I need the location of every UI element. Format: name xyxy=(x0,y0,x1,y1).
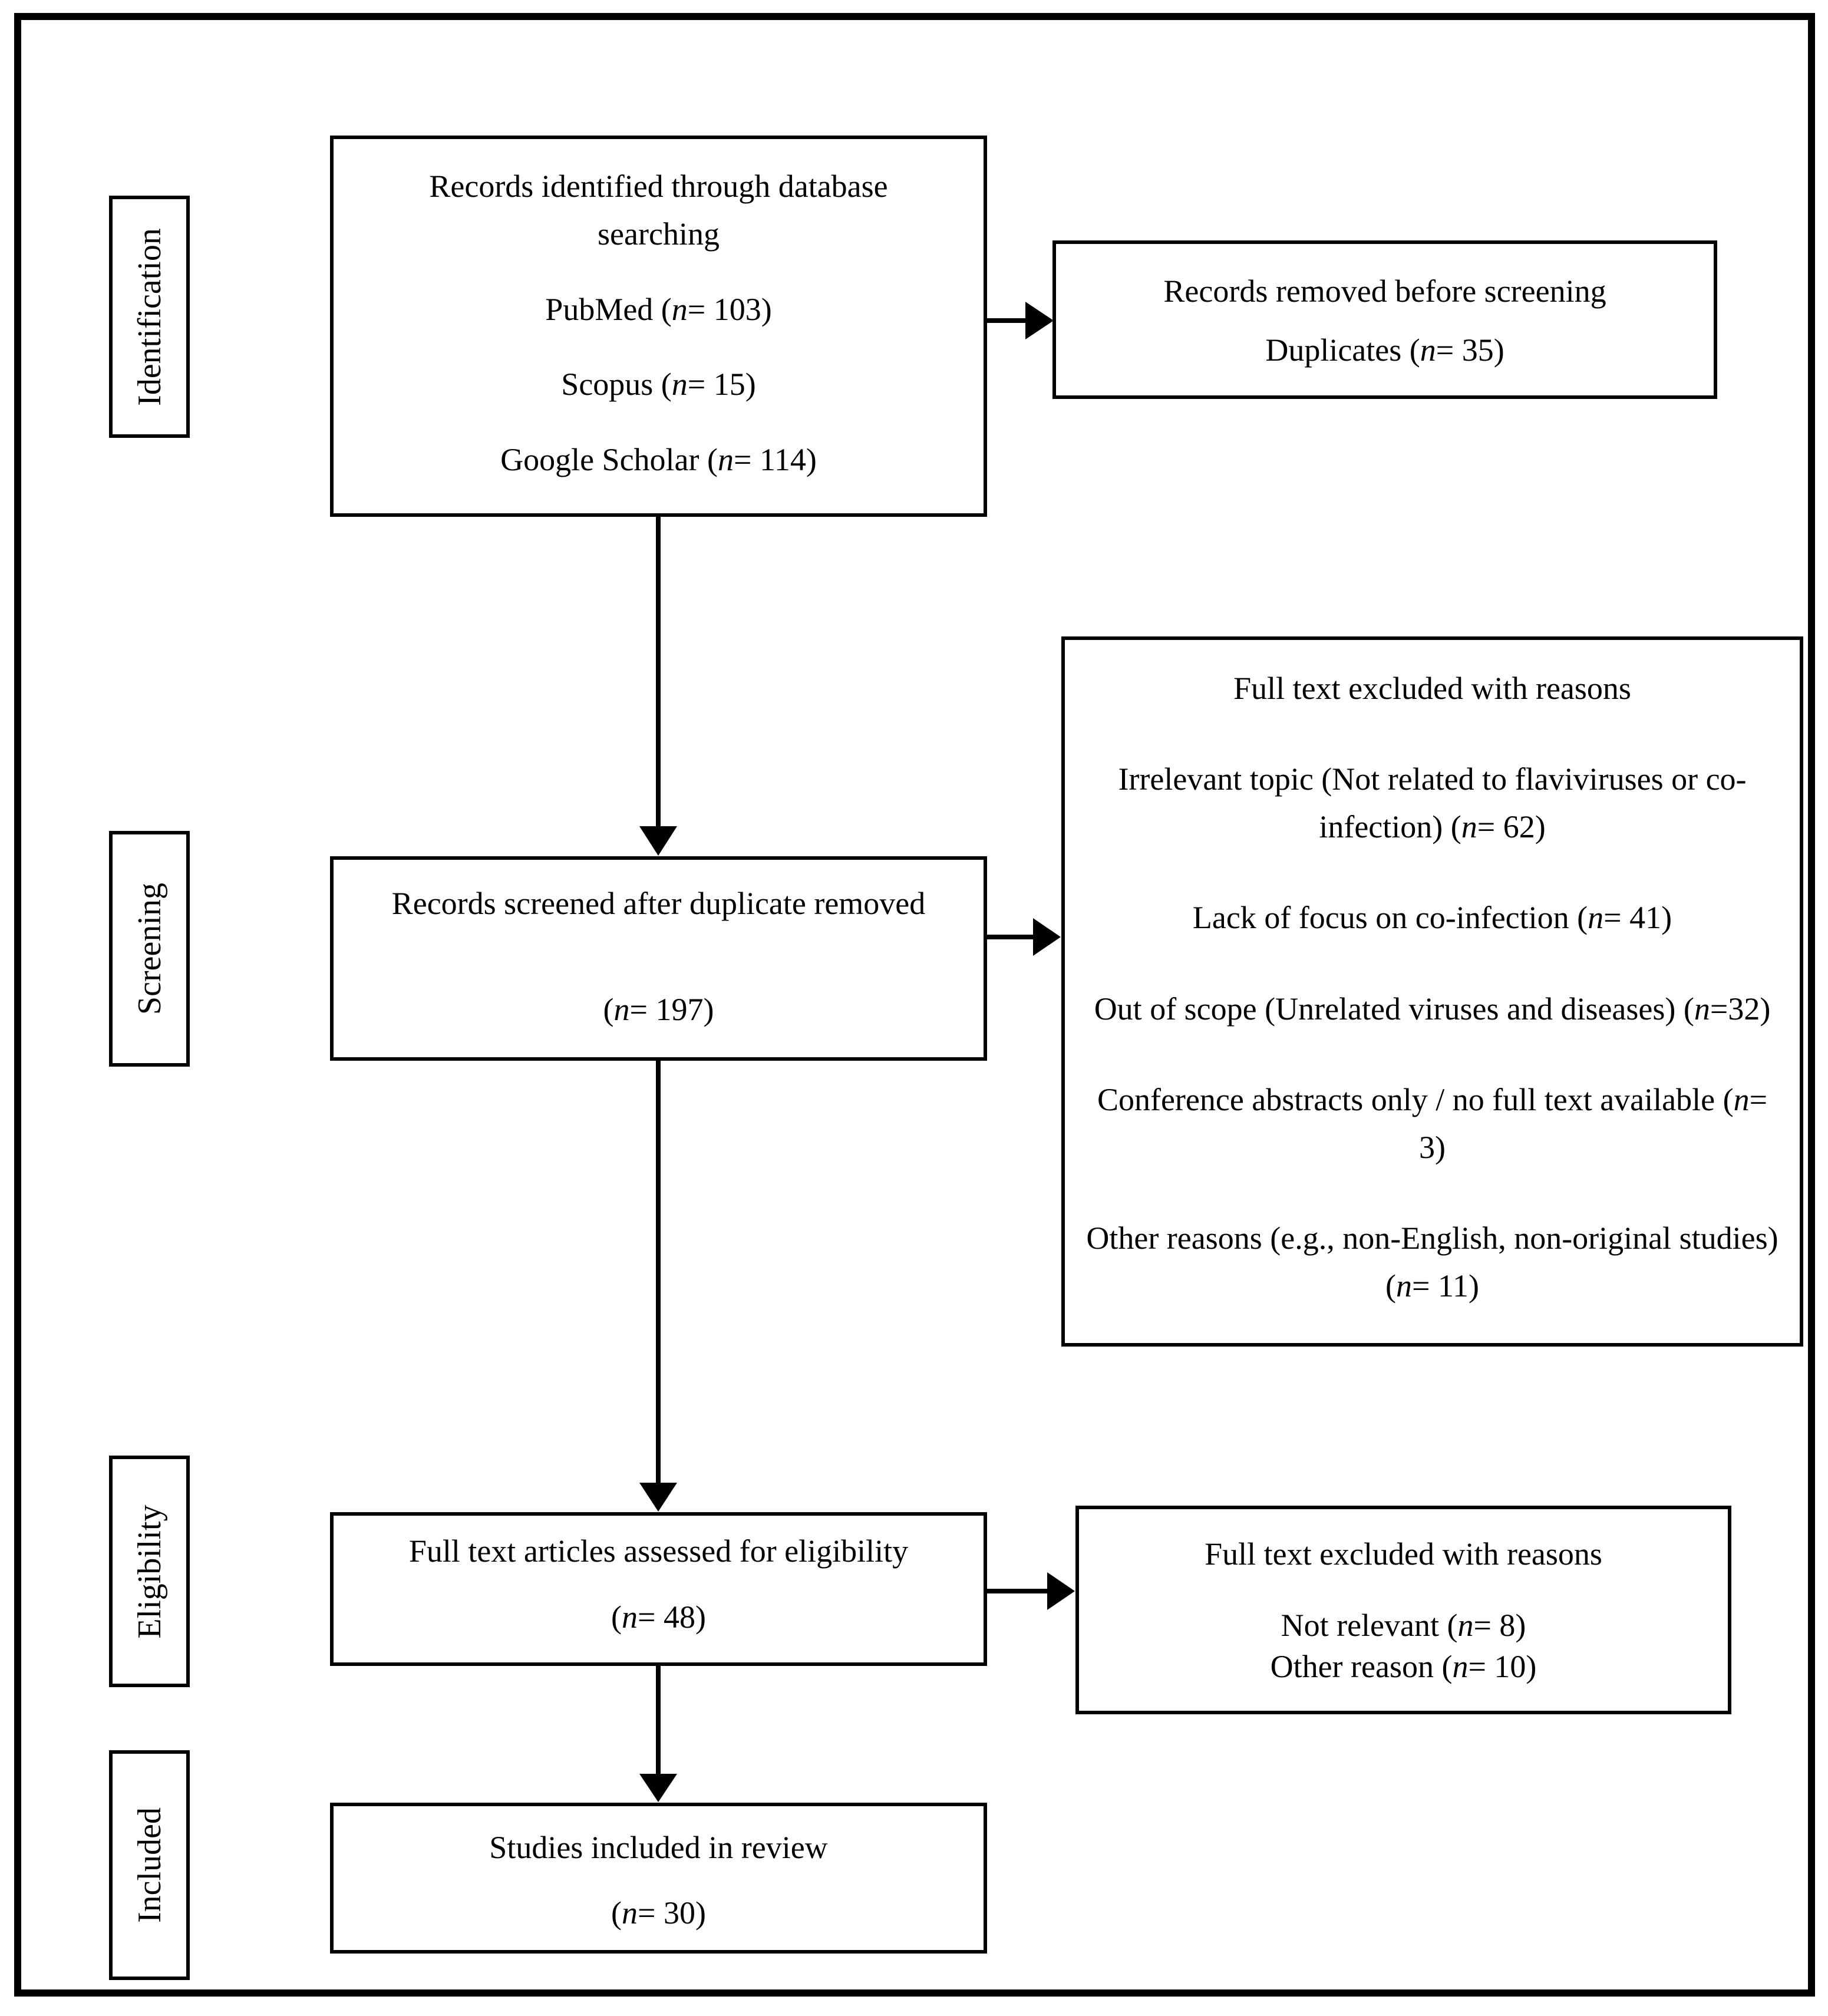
stage-label-identification: Identification xyxy=(109,196,190,438)
fulltext-excluded-eligibility-title: Full text excluded with reasons xyxy=(1205,1536,1602,1572)
stage-label-identification-text: Identification xyxy=(131,227,168,406)
stage-label-eligibility: Eligibility xyxy=(109,1456,190,1687)
stage-label-eligibility-text: Eligibility xyxy=(131,1504,168,1639)
fulltext-assessed-title: Full text articles assessed for eligibil… xyxy=(408,1533,909,1569)
stage-label-included-text: Included xyxy=(131,1807,168,1923)
records-screened-title: Records screened after duplicate removed xyxy=(391,886,926,921)
fulltext-excluded-reason-irrelevant-topic: Irrelevant topic (Not related to flavivi… xyxy=(1118,761,1747,845)
box-studies-included: Studies included in review (n= 30) xyxy=(330,1803,987,1954)
stage-label-screening: Screening xyxy=(109,831,190,1067)
fulltext-assessed-count: (n= 48) xyxy=(611,1599,706,1635)
figure-border xyxy=(14,13,1815,1997)
records-removed-title: Records removed before screening xyxy=(1163,273,1606,309)
fulltext-excluded-reason-other: Other reasons (e.g., non-English, non-or… xyxy=(1086,1220,1778,1304)
records-identified-title: Records identified through database sear… xyxy=(429,169,888,252)
records-identified-source-scopus: Scopus (n= 15) xyxy=(561,367,756,402)
fulltext-excluded-reason-lack-of-focus: Lack of focus on co-infection (n= 41) xyxy=(1192,900,1672,936)
box-fulltext-excluded-screening: Full text excluded with reasons Irreleva… xyxy=(1061,636,1803,1347)
records-identified-source-google-scholar: Google Scholar (n= 114) xyxy=(500,441,817,477)
fulltext-excluded-reason-conference-abstracts: Conference abstracts only / no full text… xyxy=(1097,1081,1768,1165)
box-records-identified: Records identified through database sear… xyxy=(330,136,987,517)
records-screened-count: (n= 197) xyxy=(603,992,714,1027)
box-fulltext-excluded-eligibility: Full text excluded with reasons Not rele… xyxy=(1075,1506,1731,1714)
box-records-screened: Records screened after duplicate removed… xyxy=(330,856,987,1061)
fulltext-excluded-screening-title: Full text excluded with reasons xyxy=(1233,671,1631,706)
studies-included-title: Studies included in review xyxy=(489,1830,828,1865)
fulltext-excluded-reason-out-of-scope: Out of scope (Unrelated viruses and dise… xyxy=(1094,991,1771,1027)
stage-label-included: Included xyxy=(109,1750,190,1980)
stage-label-screening-text: Screening xyxy=(131,883,168,1015)
studies-included-count: (n= 30) xyxy=(611,1895,706,1931)
records-identified-source-pubmed: PubMed (n= 103) xyxy=(545,291,772,327)
records-removed-duplicates: Duplicates (n= 35) xyxy=(1265,332,1504,368)
fulltext-excluded-eligibility-reasons: Not relevant (n= 8) Other reason (n= 10) xyxy=(1271,1605,1537,1687)
fulltext-excluded-eligibility-other-reason: Other reason (n= 10) xyxy=(1270,1648,1537,1684)
box-records-removed: Records removed before screening Duplica… xyxy=(1052,240,1717,399)
box-fulltext-assessed: Full text articles assessed for eligibil… xyxy=(330,1512,987,1666)
fulltext-excluded-eligibility-not-relevant: Not relevant (n= 8) xyxy=(1281,1607,1526,1643)
